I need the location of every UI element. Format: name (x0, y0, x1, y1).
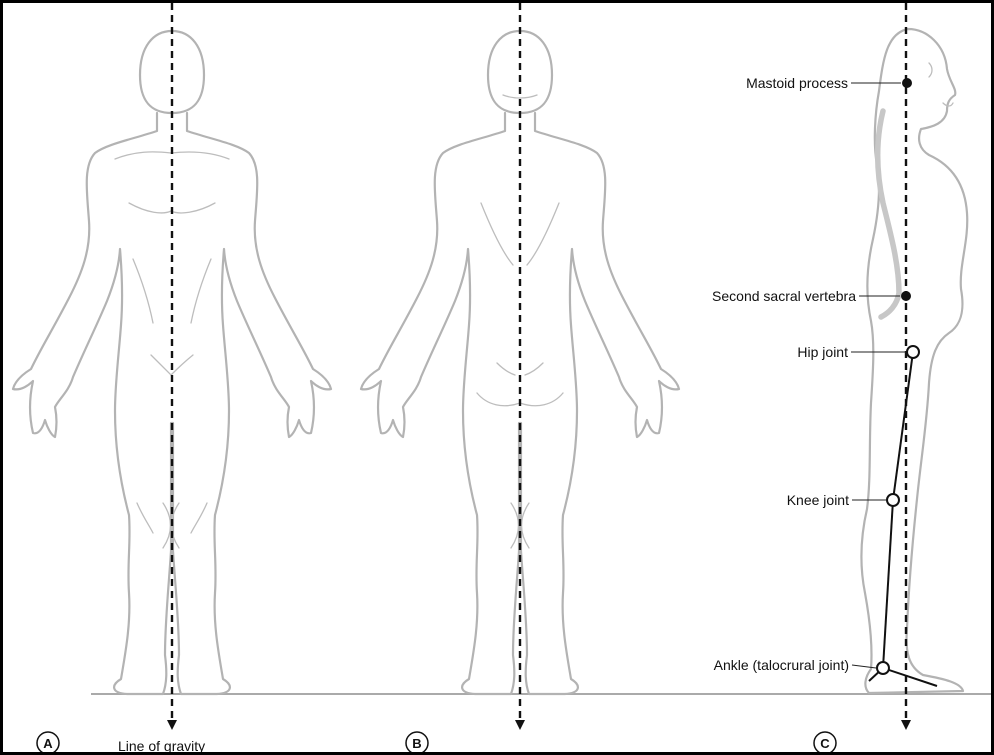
figure-lateral (861, 29, 967, 693)
panel-letter-c: C (820, 736, 830, 751)
ankle-joint-marker (877, 662, 889, 674)
panel-letter-b: B (412, 736, 421, 751)
knee-joint-marker (887, 494, 899, 506)
panel-badge-a: A (37, 732, 59, 754)
ankle-leader (852, 665, 876, 668)
tibia-line (883, 500, 893, 668)
mastoid-marker (902, 78, 912, 88)
label-second-sacral-vertebra: Second sacral vertebra (712, 288, 856, 304)
spine-curve (878, 111, 899, 317)
panel-badge-b: B (406, 732, 428, 754)
label-mastoid-process: Mastoid process (746, 75, 848, 91)
panel-badge-c: C (814, 732, 836, 754)
label-ankle: Ankle (talocrural joint) (714, 657, 849, 673)
label-knee-joint: Knee joint (787, 492, 849, 508)
panel-letter-a: A (43, 736, 53, 751)
label-line-of-gravity: Line of gravity (118, 738, 205, 754)
figure-canvas: Mastoid process Second sacral vertebra H… (3, 3, 994, 755)
label-hip-joint: Hip joint (797, 344, 848, 360)
sacral-marker (901, 291, 911, 301)
femur-line (893, 352, 913, 500)
hip-joint-marker (907, 346, 919, 358)
